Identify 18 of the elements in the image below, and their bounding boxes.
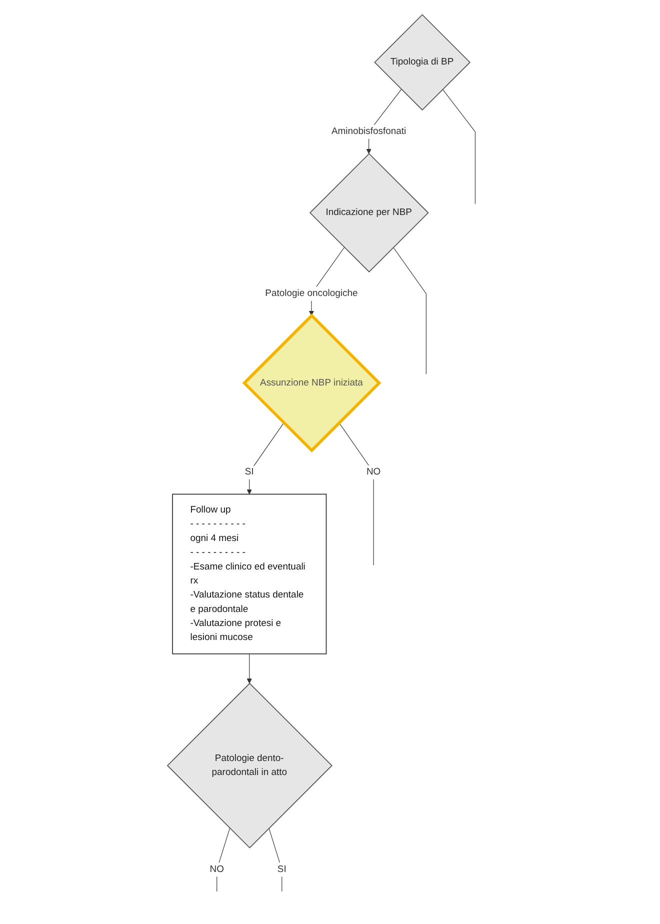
node-diamond: Tipologia di BP <box>374 14 470 111</box>
node-box: Follow up - - - - - - - - - - ogni 4 mesi - - - - - - - - - - -Esame clinico ed eventuali rx -Valutazione status dentale e parodontale -Valutazione protesi e lesioni mucose <box>172 494 326 654</box>
arrow <box>246 422 284 494</box>
connector <box>268 828 282 892</box>
node-diamond: Patologie dento-parodontali in atto <box>166 682 332 848</box>
edge-label: NO <box>366 467 380 478</box>
node-diamond: Assunzione NBP iniziata <box>242 314 382 453</box>
connector <box>338 422 374 566</box>
connector <box>392 247 426 374</box>
node-diamond: Indicazione per NBP <box>309 153 429 272</box>
connector <box>216 828 230 892</box>
edge-label: Patologie oncologiche <box>264 288 358 298</box>
edge-label: NO <box>210 864 224 874</box>
connector <box>442 89 476 204</box>
arrow <box>246 654 252 684</box>
edge-label: Aminobisfosfonati <box>331 126 406 137</box>
edge-label: SI <box>244 467 254 478</box>
edge-label: SI <box>277 864 286 874</box>
